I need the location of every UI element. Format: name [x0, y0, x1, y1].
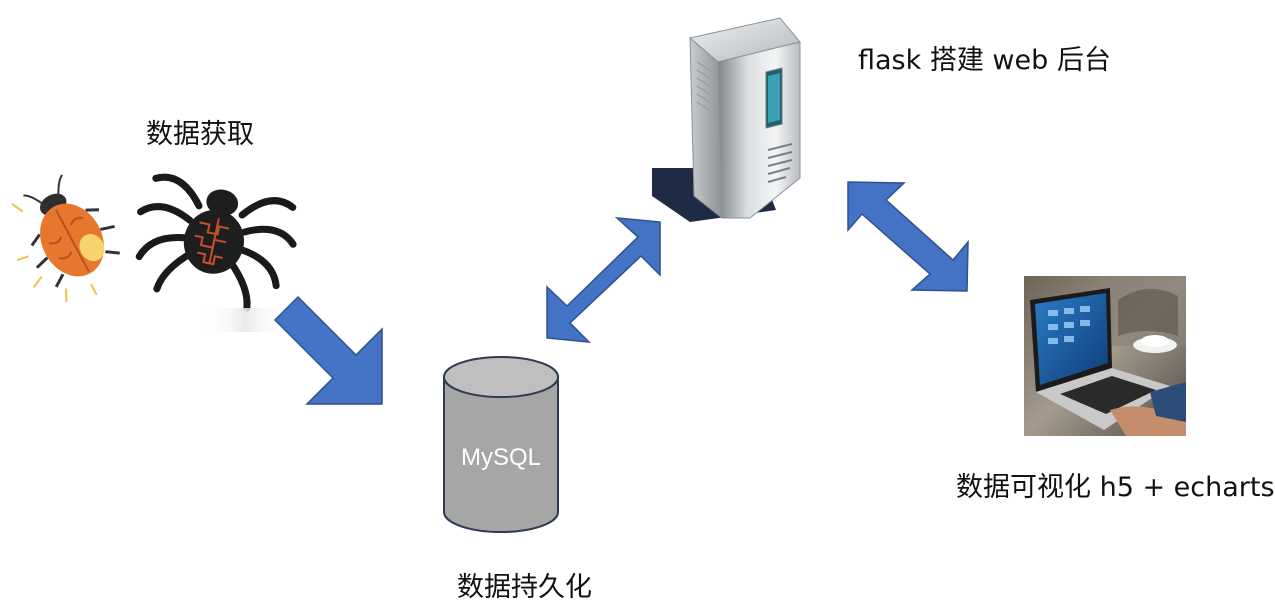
arrow-acquire-to-db — [273, 295, 383, 405]
database-icon — [443, 356, 559, 533]
spider-icon — [135, 173, 297, 312]
label-flask-backend: flask 搭建 web 后台 — [858, 45, 1111, 76]
server-icon — [652, 17, 801, 222]
database-label: MySQL — [460, 444, 541, 471]
laptop-photo — [1024, 276, 1186, 436]
label-visualization: 数据可视化 h5 + echarts — [956, 472, 1275, 503]
arrow-server-to-vis — [847, 181, 969, 292]
label-data-acquisition: 数据获取 — [146, 119, 254, 150]
label-persistence: 数据持久化 — [457, 572, 592, 603]
ladybug-icon — [11, 174, 120, 302]
arrow-db-to-server — [546, 217, 661, 343]
